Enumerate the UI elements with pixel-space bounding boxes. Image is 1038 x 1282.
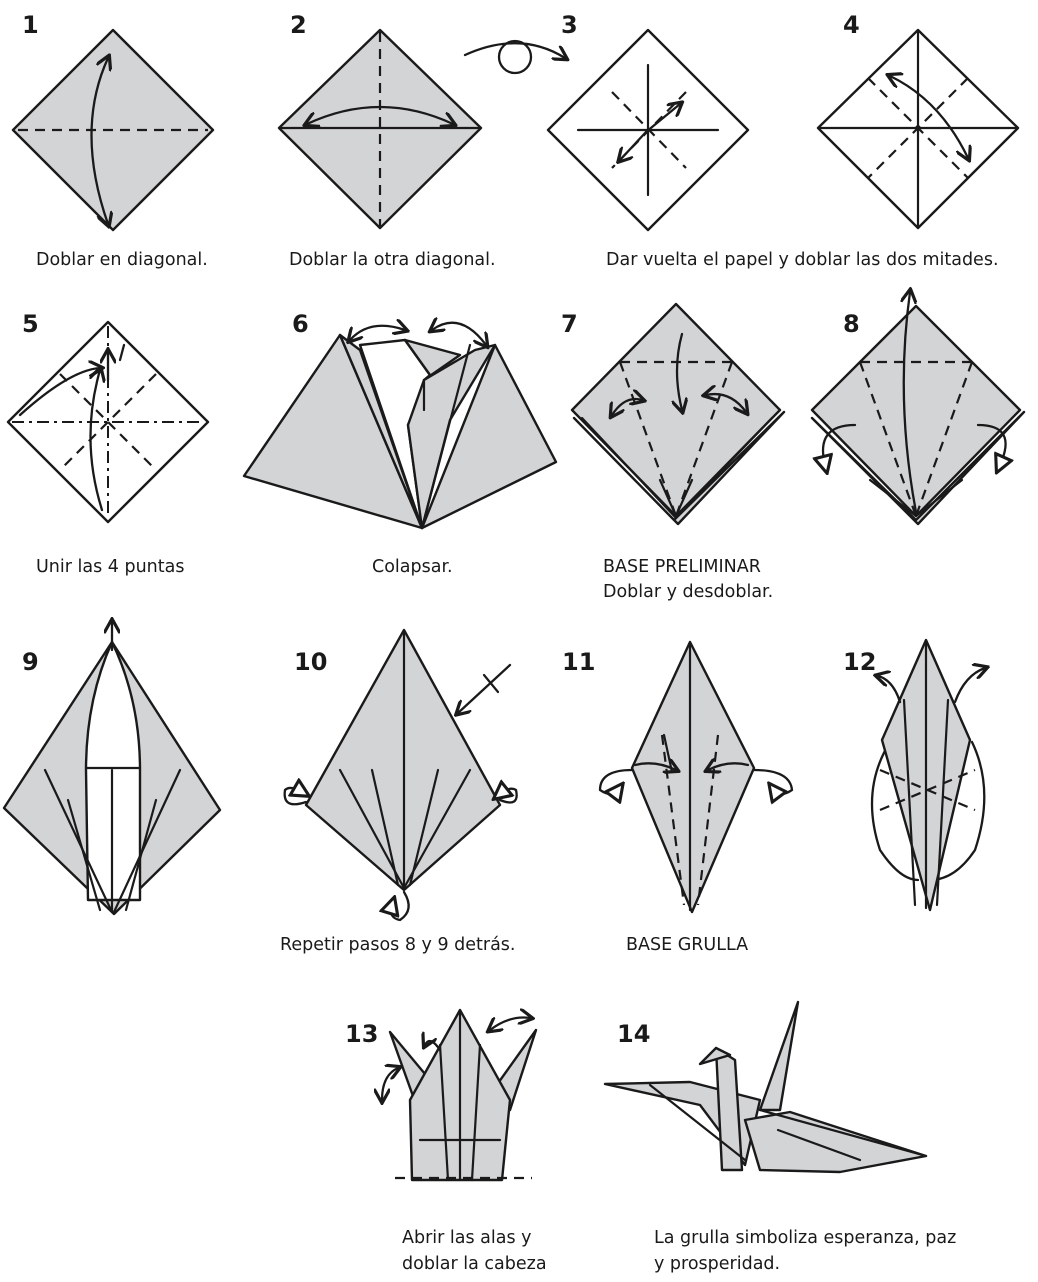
crane-right-wing xyxy=(760,1002,798,1110)
step-2-caption: Doblar la otra diagonal. xyxy=(289,248,496,272)
step-9-number: 9 xyxy=(22,650,39,674)
step-4-diagram xyxy=(818,30,1018,228)
step-13-caption: Abrir las alas y xyxy=(402,1226,532,1250)
step-11-diagram xyxy=(600,642,792,912)
step-3-caption: Dar vuelta el papel y doblar las dos mit… xyxy=(606,248,999,272)
step-11-number: 11 xyxy=(562,650,595,674)
step-6-number: 6 xyxy=(292,312,309,336)
step-3-number: 3 xyxy=(561,13,578,37)
step-2-number: 2 xyxy=(290,13,307,37)
step-14-caption: La grulla simboliza esperanza, paz xyxy=(654,1226,956,1250)
crane-neck xyxy=(716,1048,742,1170)
step-6-diagram xyxy=(244,323,556,528)
step-14-caption-line2: y prosperidad. xyxy=(654,1252,780,1276)
step-14-diagram xyxy=(605,1002,926,1172)
step-7-diagram xyxy=(572,304,784,524)
step-7-caption: BASE PRELIMINAR xyxy=(603,555,761,579)
step-7-number: 7 xyxy=(561,312,578,336)
crane-tail xyxy=(745,1112,926,1172)
step-13-number: 13 xyxy=(345,1022,378,1046)
step-12-diagram xyxy=(872,640,985,910)
step-1-diagram xyxy=(13,30,213,230)
step-5-diagram xyxy=(8,322,208,522)
step-1-caption: Doblar en diagonal. xyxy=(36,248,208,272)
step-11-caption: BASE GRULLA xyxy=(626,933,748,957)
step-10-caption: Repetir pasos 8 y 9 detrás. xyxy=(280,933,515,957)
step-3-diagram xyxy=(465,30,748,230)
step-7-square xyxy=(572,304,780,516)
step-12-number: 12 xyxy=(843,650,876,674)
step-1-number: 1 xyxy=(22,13,39,37)
step-13-diagram xyxy=(382,1010,536,1180)
step-10-number: 10 xyxy=(294,650,327,674)
step-7-caption-line2: Doblar y desdoblar. xyxy=(603,580,773,604)
step-2-diagram xyxy=(279,30,481,228)
step-4-number: 4 xyxy=(843,13,860,37)
step-11-diamond xyxy=(632,642,754,912)
step-14-number: 14 xyxy=(617,1022,650,1046)
step-8-number: 8 xyxy=(843,312,860,336)
turn-over-arrow xyxy=(465,43,565,58)
step-6-caption: Colapsar. xyxy=(372,555,453,579)
step-5-caption: Unir las 4 puntas xyxy=(36,555,184,579)
step-5-number: 5 xyxy=(22,312,39,336)
turn-over-loop xyxy=(499,41,531,73)
step-13-caption-line2: doblar la cabeza xyxy=(402,1252,547,1276)
